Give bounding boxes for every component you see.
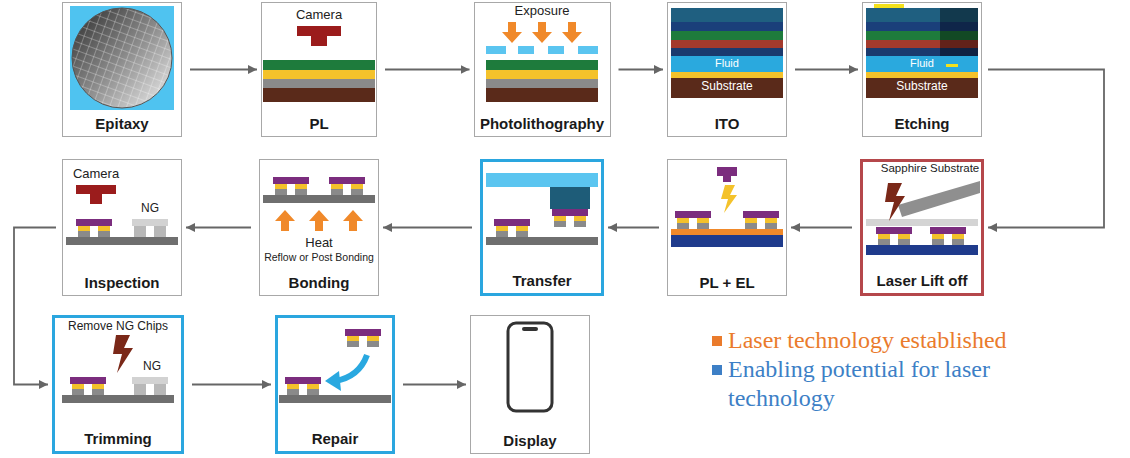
step-label: Bonding [289,274,350,292]
process-box: Repair [275,315,395,454]
figure-label: Fluid [910,57,934,69]
process-box: Etching [862,2,982,137]
step-label: Epitaxy [95,115,148,133]
etching-figure [866,4,978,98]
pl-el-figure [671,167,783,247]
figure-label: Substrate [896,80,947,93]
figure-label: NG [141,202,159,215]
legend-swatch [712,365,722,375]
flow-arrow [14,228,56,385]
figure-label: Heat [305,236,332,250]
flow-arrow [186,227,251,229]
flow-arrow [988,70,1104,228]
step-label: Transfer [512,272,571,290]
step-label: PL [309,115,328,133]
step-label: Display [503,432,556,450]
step-label: Trimming [84,430,152,448]
legend-text: Laser technology established [728,326,1007,355]
process-box: PL [261,2,377,137]
process-box: PL + EL [667,159,787,296]
step-label: ITO [715,115,740,133]
wafer-figure [70,6,174,110]
step-name: ITO [715,115,740,133]
step-name: Display [503,432,556,450]
step-name: Etching [895,115,950,133]
figure-label: Fluid [715,57,739,69]
step-label: PL + EL [699,274,754,292]
legend-text: Enabling potential for laser technology [728,355,1057,413]
flow-arrow [619,69,664,71]
figure-label: NG [143,360,161,373]
figure-label: Camera [296,8,342,22]
step-name: Inspection [84,274,159,292]
flow-arrow [192,384,271,386]
figure-label: Sapphire Substrate [881,162,979,175]
figure-label: Reflow or Post Bonding [264,252,374,264]
process-box: ITO [667,2,787,137]
process-box: Bonding [259,159,379,296]
flow-arrow [791,227,852,229]
transfer-figure [486,173,598,245]
ito-figure [671,8,783,98]
legend-swatch [712,336,722,346]
process-box: Transfer [480,159,604,296]
step-name: PL + EL [699,274,754,292]
step-name: Photolithography [480,115,604,133]
process-box: Trimming [52,315,184,454]
step-name: Transfer [512,272,571,290]
repair-figure [279,329,391,403]
pl-figure [263,26,375,102]
step-name: PL [309,115,328,133]
inspection-figure [66,185,178,245]
step-label: Inspection [84,274,159,292]
process-box: Display [470,315,590,454]
flow-arrow [385,69,470,71]
step-name: Bonding [289,274,350,292]
process-box: Photolithography [474,2,611,137]
phone-figure [508,323,552,411]
step-name: Trimming [84,430,152,448]
trimming-figure [62,335,174,403]
step-name: Laser Lift off [877,272,968,290]
step-label: Photolithography [480,115,604,133]
bonding-figure [263,177,375,231]
step-label: Repair [312,430,359,448]
legend: Laser technology establishedEnabling pot… [712,326,1057,413]
process-box: Laser Lift off [860,159,984,296]
figure-label: Remove NG Chips [68,320,168,333]
step-label: Laser Lift off [877,272,968,290]
flow-arrow [403,384,466,386]
process-box: Epitaxy [62,2,182,137]
step-name: Epitaxy [95,115,148,133]
flow-arrow [795,69,858,71]
flow-arrow [383,227,472,229]
legend-entry: Laser technology established [712,326,1057,355]
step-name: Repair [312,430,359,448]
legend-entry: Enabling potential for laser technology [712,355,1057,413]
flow-arrow [190,69,257,71]
figure-label: Exposure [515,4,570,18]
figure-label: Camera [73,167,119,181]
step-label: Etching [895,115,950,133]
flow-arrow [608,227,659,229]
figure-label: Substrate [701,80,752,93]
photolithography-figure [486,22,598,102]
laser-lift-off-figure [866,181,980,255]
